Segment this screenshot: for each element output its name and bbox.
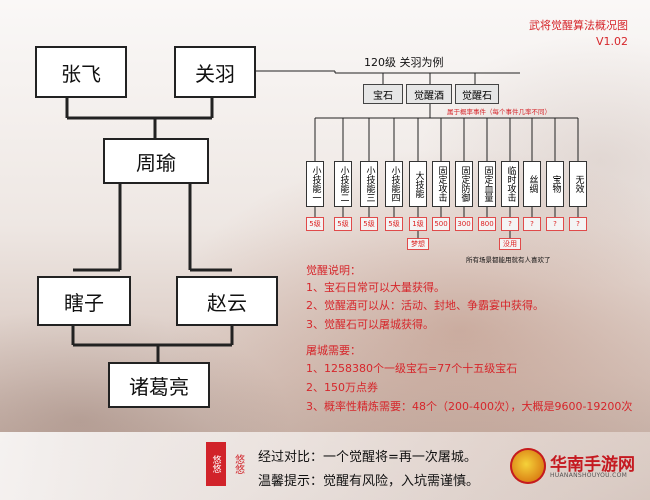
skill-treasure: 宝物	[546, 161, 564, 207]
general-xiazi: 瞎子	[37, 276, 131, 326]
seal-stamp: 悠悠	[206, 442, 226, 486]
value-treasure: ?	[546, 217, 564, 231]
brand-icon	[510, 448, 546, 484]
skills-note: 所有场景都能用就有人喜欢了	[466, 256, 551, 264]
tucheng-heading: 屠城需要：	[306, 344, 361, 357]
awaken-item-2: 2、觉醒酒可以从：活动、封地、争霸宴中获得。	[306, 299, 544, 312]
value-small-3: 5级	[360, 217, 378, 231]
skill-temp-attack: 临时攻击	[501, 161, 519, 207]
title-line-1: 武将觉醒算法概况图	[529, 19, 628, 32]
skill-silk: 丝绸	[523, 161, 541, 207]
footer-comparison: 经过对比：一个觉醒将=再一次屠城。	[258, 450, 477, 465]
brand-url: HUANANSHOUYOU.COM	[550, 472, 628, 479]
general-zhangfei: 张飞	[35, 46, 127, 98]
seal-script: 悠悠	[232, 454, 244, 474]
value-small-4: 5级	[385, 217, 403, 231]
skill-fixed-defense: 固定防御	[455, 161, 473, 207]
tucheng-item-1: 1、1258380个一级宝石=77个十五级宝石	[306, 362, 518, 375]
material-wine: 觉醒酒	[406, 84, 452, 104]
awaken-heading: 觉醒说明：	[306, 264, 361, 277]
value-small-2: 5级	[334, 217, 352, 231]
value-small-1: 5级	[306, 217, 324, 231]
skill-big: 大技能	[409, 161, 427, 207]
extra-dream: 梦想	[407, 238, 429, 250]
skill-small-2: 小技能二	[334, 161, 352, 207]
skill-fixed-attack: 固定攻击	[432, 161, 450, 207]
value-big: 1级	[409, 217, 427, 231]
value-fixed-attack: 500	[432, 217, 450, 231]
example-label: 120级 关羽为例	[364, 56, 444, 69]
value-silk: ?	[523, 217, 541, 231]
awaken-item-1: 1、宝石日常可以大量获得。	[306, 281, 445, 294]
tucheng-item-2: 2、150万点券	[306, 381, 378, 394]
skill-invalid: 无效	[569, 161, 587, 207]
diagram-title: 武将觉醒算法概况图 V1.02	[529, 18, 628, 50]
general-zhugeliang: 诸葛亮	[108, 362, 210, 408]
general-zhaoyun: 赵云	[176, 276, 278, 326]
awaken-item-3: 3、觉醒石可以屠城获得。	[306, 318, 434, 331]
value-temp-attack: ?	[501, 217, 519, 231]
skill-small-4: 小技能四	[385, 161, 403, 207]
footer-tip: 温馨提示：觉醒有风险，入坑需谨慎。	[258, 474, 480, 489]
skill-small-3: 小技能三	[360, 161, 378, 207]
general-guanyu: 关羽	[174, 46, 256, 98]
value-invalid: ?	[569, 217, 587, 231]
value-fixed-defense: 300	[455, 217, 473, 231]
tucheng-item-3: 3、概率性精炼需要：48个（200-400次），大概是9600-19200次	[306, 400, 633, 413]
skill-fixed-hp: 固定血量	[478, 161, 496, 207]
value-fixed-hp: 800	[478, 217, 496, 231]
general-zhouyu: 周瑜	[103, 138, 209, 184]
brand-logo: 华南手游网 HUANANSHOUYOU.COM	[510, 448, 640, 492]
brand-name: 华南手游网	[550, 455, 635, 475]
skill-small-1: 小技能一	[306, 161, 324, 207]
title-version: V1.02	[595, 35, 628, 48]
material-stone: 觉醒石	[455, 84, 499, 104]
material-gem: 宝石	[363, 84, 403, 104]
probability-note: 属于概率事件（每个事件几率不同）	[447, 108, 551, 116]
extra-useless: 没用	[499, 238, 521, 250]
